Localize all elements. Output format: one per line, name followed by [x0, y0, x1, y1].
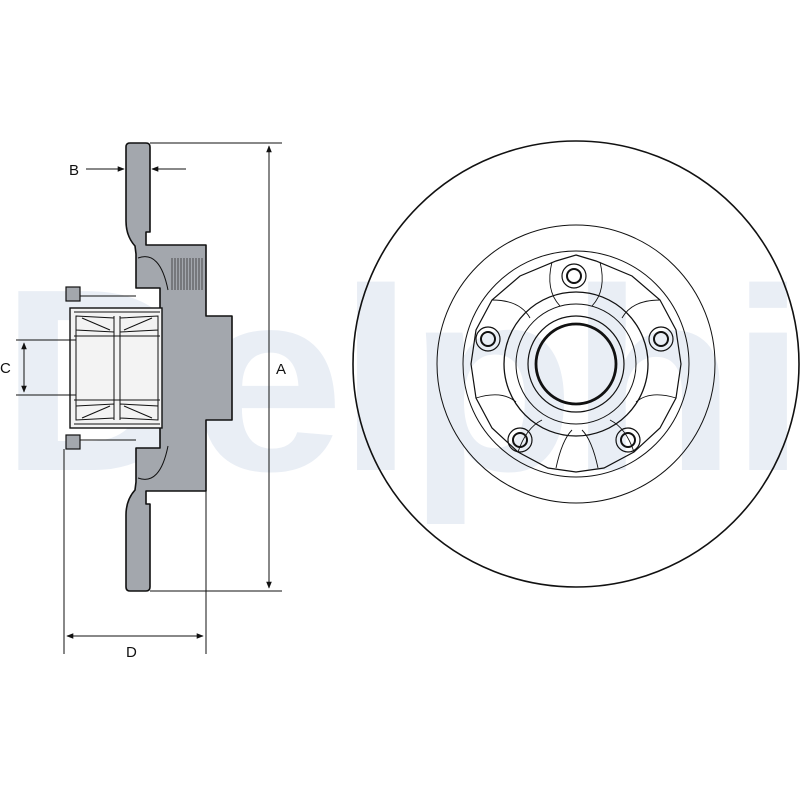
center-bore: [534, 322, 618, 406]
hub-inner-ring: [527, 315, 625, 413]
hub-middle-ring: [515, 303, 637, 425]
stud-hole-1: [561, 263, 587, 289]
friction-ring-inner-edge: [436, 224, 716, 504]
bottom-clip: [65, 434, 81, 450]
top-clip: [65, 286, 81, 302]
stud-hole-3: [615, 427, 641, 453]
cross-section-view: A B C D: [0, 142, 286, 661]
lower-pocket: [137, 445, 169, 480]
flange-slots: [475, 261, 677, 469]
stud-hole-4: [507, 427, 533, 453]
dimension-label-b: B: [69, 162, 79, 179]
upper-rollers: [74, 311, 160, 337]
front-view: [352, 140, 800, 588]
hat-outer-edge: [462, 250, 690, 478]
dimension-label-d: D: [126, 644, 137, 661]
hub-flange: [470, 254, 682, 473]
disc-outer-edge: [352, 140, 800, 588]
dimension-label-a: A: [276, 361, 286, 378]
stud-hole-5: [475, 326, 501, 352]
hub-outer-ring: [503, 291, 649, 437]
dimension-label-c: C: [0, 360, 11, 377]
upper-pocket: [137, 256, 169, 291]
stud-thread: [171, 258, 203, 290]
stud-hole-2: [648, 326, 674, 352]
